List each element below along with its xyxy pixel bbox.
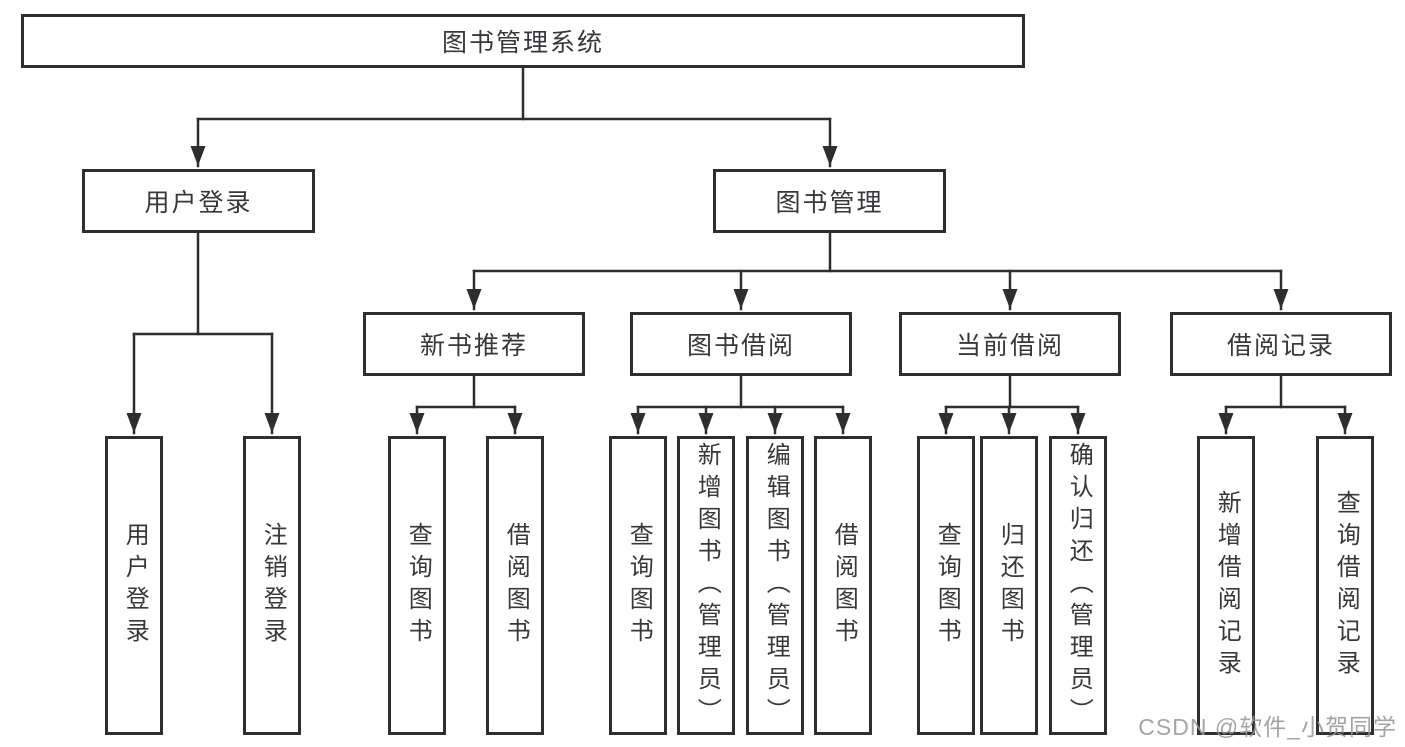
- label-user-login: 用户登录: [144, 189, 253, 217]
- label-book-borrowing: 图书借阅: [686, 332, 795, 360]
- label-leaf-query-books-current: 查询图书: [933, 521, 961, 650]
- label-leaf-borrow-books-recommend: 借阅图书: [502, 521, 530, 650]
- node-current-borrowing: 当前借阅: [899, 312, 1121, 376]
- leaf-borrow-books-recommend: 借阅图书: [486, 436, 544, 735]
- label-leaf-query-books-recommend: 查询图书: [404, 521, 432, 650]
- leaf-logout: 注销登录: [243, 436, 301, 735]
- node-book-management: 图书管理: [713, 169, 946, 233]
- leaf-return-book: 归还图书: [980, 436, 1038, 735]
- label-book-management: 图书管理: [775, 189, 884, 217]
- label-leaf-user-login: 用户登录: [121, 521, 149, 650]
- leaf-borrow-books-borrowing: 借阅图书: [814, 436, 872, 735]
- node-book-borrowing: 图书借阅: [630, 312, 852, 376]
- watermark-csdn: CSDN @软件_小贺同学: [1138, 714, 1397, 740]
- leaf-edit-book-admin: 编辑图书（管理员）: [746, 436, 804, 735]
- label-leaf-confirm-return-admin: 确认归还（管理员）: [1065, 441, 1093, 730]
- label-leaf-add-borrow-record: 新增借阅记录: [1213, 489, 1241, 682]
- node-borrowing-records: 借阅记录: [1170, 312, 1392, 376]
- leaf-add-borrow-record: 新增借阅记录: [1197, 436, 1255, 735]
- label-new-book-recommendation: 新书推荐: [419, 332, 528, 360]
- label-current-borrowing: 当前借阅: [955, 332, 1064, 360]
- leaf-query-borrow-record: 查询借阅记录: [1316, 436, 1374, 735]
- label-leaf-edit-book-admin: 编辑图书（管理员）: [762, 441, 790, 730]
- node-user-login: 用户登录: [82, 169, 315, 233]
- label-leaf-add-book-admin: 新增图书（管理员）: [693, 441, 721, 730]
- leaf-add-book-admin: 新增图书（管理员）: [677, 436, 735, 735]
- label-leaf-query-books-borrowing: 查询图书: [625, 521, 653, 650]
- leaf-query-books-current: 查询图书: [917, 436, 975, 735]
- leaf-confirm-return-admin: 确认归还（管理员）: [1049, 436, 1107, 735]
- leaf-query-books-borrowing: 查询图书: [609, 436, 667, 735]
- node-library-management-system: 图书管理系统: [21, 14, 1025, 68]
- label-leaf-query-borrow-record: 查询借阅记录: [1332, 489, 1360, 682]
- label-leaf-borrow-books-borrowing: 借阅图书: [830, 521, 858, 650]
- leaf-user-login: 用户登录: [105, 436, 163, 735]
- label-library-management-system: 图书管理系统: [441, 29, 604, 57]
- label-borrowing-records: 借阅记录: [1226, 332, 1335, 360]
- label-leaf-return-book: 归还图书: [996, 521, 1024, 650]
- leaf-query-books-recommend: 查询图书: [388, 436, 446, 735]
- node-new-book-recommendation: 新书推荐: [363, 312, 585, 376]
- label-leaf-logout: 注销登录: [259, 521, 287, 650]
